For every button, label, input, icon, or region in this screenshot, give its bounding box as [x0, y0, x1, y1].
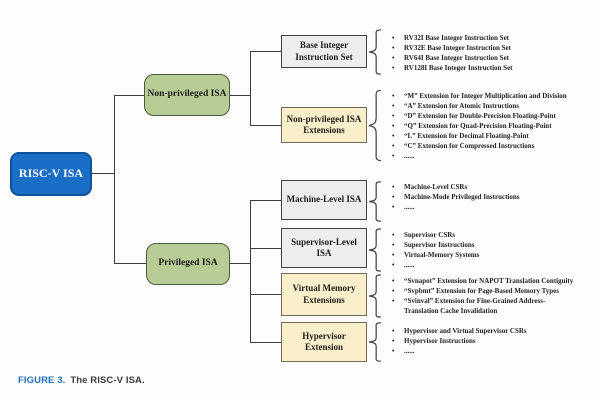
list-item: •“C” Extension for Compressed Instructio… — [392, 142, 535, 150]
node-supervisor-level-label: Supervisor-Level ISA — [291, 236, 357, 258]
node-base-integer-label: Base Integer Instruction Set — [295, 40, 353, 62]
node-privileged-isa-label: Privileged ISA — [158, 258, 218, 269]
curly-brace-icon — [368, 181, 382, 222]
figure-caption: FIGURE 3. The RISC-V ISA. — [18, 375, 145, 386]
bullet-icon: • — [392, 102, 395, 110]
bullet-icon: • — [392, 347, 395, 355]
bullet-icon: • — [392, 122, 395, 130]
curly-brace-icon — [368, 29, 382, 75]
bullet-icon: • — [392, 241, 395, 249]
connector-root-trunk — [92, 173, 114, 174]
bullet-icon: • — [392, 92, 395, 100]
node-machine-level-isa: Machine-Level ISA — [281, 180, 367, 220]
bullet-icon: • — [392, 261, 395, 269]
node-hypervisor-extension: Hypervisor Extension — [281, 322, 367, 362]
list-item: •“Svpbmt” Extension for Page-Based Memor… — [392, 287, 559, 295]
node-base-integer-instruction-set: Base Integer Instruction Set — [281, 35, 367, 68]
list-item: •Hypervisor and Virtual Supervisor CSRs — [392, 327, 527, 335]
list-item-continuation: •Translation Cache Invalidation — [404, 307, 498, 315]
connector-to-np-extensions — [250, 125, 281, 126]
list-item: •...... — [392, 261, 415, 269]
list-item: •...... — [392, 203, 415, 211]
list-item: •“M” Extension for Integer Multiplicatio… — [392, 92, 567, 100]
bullet-icon: • — [392, 337, 395, 345]
node-supervisor-level-isa: Supervisor-Level ISA — [281, 228, 367, 268]
list-item: •RV32E Base Integer Instruction Set — [392, 44, 511, 52]
bullet-icon: • — [392, 142, 395, 150]
connector-to-nonprivileged — [114, 95, 144, 96]
bullet-icon: • — [392, 183, 395, 191]
node-non-privileged-isa-label: Non-privileged ISA — [147, 89, 227, 100]
connector-privileged-out — [230, 263, 250, 264]
list-item: •“L” Extension for Decimal Floating-Poin… — [392, 132, 529, 140]
bullet-icon: • — [392, 64, 395, 72]
bullet-icon: • — [392, 203, 395, 211]
curly-brace-icon — [368, 274, 382, 318]
list-item: •“D” Extension for Double-Precision Floa… — [392, 112, 556, 120]
connector-to-virtual-memory — [250, 294, 281, 295]
connector-to-hypervisor — [250, 342, 281, 343]
list-item: •Machine-Mode Privileged Instructions — [392, 193, 520, 201]
node-machine-level-label: Machine-Level ISA — [286, 194, 362, 205]
bullet-icon: • — [392, 152, 395, 160]
list-item: •Machine-Level CSRs — [392, 183, 468, 191]
node-non-privileged-isa-extensions: Non-privileged ISA Extensions — [281, 107, 367, 143]
virtual-memory-item-list: •“Svnapot” Extension for NAPOT Translati… — [390, 276, 595, 316]
np-extensions-item-list: •“M” Extension for Integer Multiplicatio… — [390, 91, 595, 161]
bullet-icon: • — [392, 193, 395, 201]
list-item: •“Q” Extension for Quad-Precision Floati… — [392, 122, 552, 130]
list-item: •“Svinval” Extension for Fine-Grained Ad… — [392, 297, 546, 305]
connector-to-supervisor — [250, 248, 281, 249]
list-item: •“Svnapot” Extension for NAPOT Translati… — [392, 277, 574, 285]
figure-caption-label: FIGURE 3. — [18, 375, 66, 386]
bullet-icon: • — [392, 231, 395, 239]
list-item: •Hypervisor Instructions — [392, 337, 476, 345]
connector-to-privileged — [114, 263, 146, 264]
connector-trunk-privileged — [250, 200, 251, 343]
figure-caption-text: The RISC-V ISA. — [70, 375, 145, 386]
node-hypervisor-label: Hypervisor Extension — [302, 330, 346, 352]
bullet-icon: • — [392, 44, 395, 52]
list-item: •Virtual-Memory Systems — [392, 251, 480, 259]
list-item: •“A” Extension for Atomic Instructions — [392, 102, 519, 110]
list-item: •Supervisor CSRs — [392, 231, 456, 239]
node-privileged-isa: Privileged ISA — [146, 243, 230, 285]
curly-brace-icon — [368, 228, 382, 272]
list-item: •...... — [392, 152, 415, 160]
connector-to-machine — [250, 200, 281, 201]
connector-to-base-integer — [250, 51, 281, 52]
bullet-icon: • — [392, 34, 395, 42]
list-item: •RV32I Base Integer Instruction Set — [392, 34, 510, 42]
bullet-icon: • — [392, 287, 395, 295]
connector-trunk-nonprivileged — [250, 51, 251, 126]
list-item: •RV128I Base Integer Instruction Set — [392, 64, 513, 72]
connector-trunk-main — [114, 95, 115, 264]
supervisor-level-item-list: •Supervisor CSRs •Supervisor Instruction… — [390, 230, 595, 270]
node-virtual-memory-label: Virtual Memory Extensions — [292, 283, 356, 305]
node-risc-v-isa: RISC-V ISA — [10, 152, 92, 196]
bullet-icon: • — [392, 327, 395, 335]
curly-brace-icon — [368, 322, 382, 362]
bullet-icon: • — [392, 277, 395, 285]
curly-brace-icon — [368, 89, 382, 162]
node-np-extensions-label: Non-privileged ISA Extensions — [286, 113, 362, 135]
bullet-icon: • — [392, 251, 395, 259]
node-risc-v-isa-label: RISC-V ISA — [18, 166, 84, 181]
connector-nonprivileged-out — [230, 95, 250, 96]
hypervisor-item-list: •Hypervisor and Virtual Supervisor CSRs … — [390, 326, 595, 356]
list-item: •RV64I Base Integer Instruction Set — [392, 54, 510, 62]
node-non-privileged-isa: Non-privileged ISA — [144, 74, 230, 116]
bullet-icon: • — [392, 297, 395, 305]
list-item: •...... — [392, 347, 415, 355]
machine-level-item-list: •Machine-Level CSRs •Machine-Mode Privil… — [390, 182, 595, 212]
base-integer-item-list: •RV32I Base Integer Instruction Set •RV3… — [390, 33, 595, 73]
bullet-icon: • — [392, 54, 395, 62]
bullet-icon: • — [392, 112, 395, 120]
node-virtual-memory-extensions: Virtual Memory Extensions — [281, 273, 367, 316]
bullet-icon: • — [392, 132, 395, 140]
list-item: •Supervisor Instructions — [392, 241, 475, 249]
